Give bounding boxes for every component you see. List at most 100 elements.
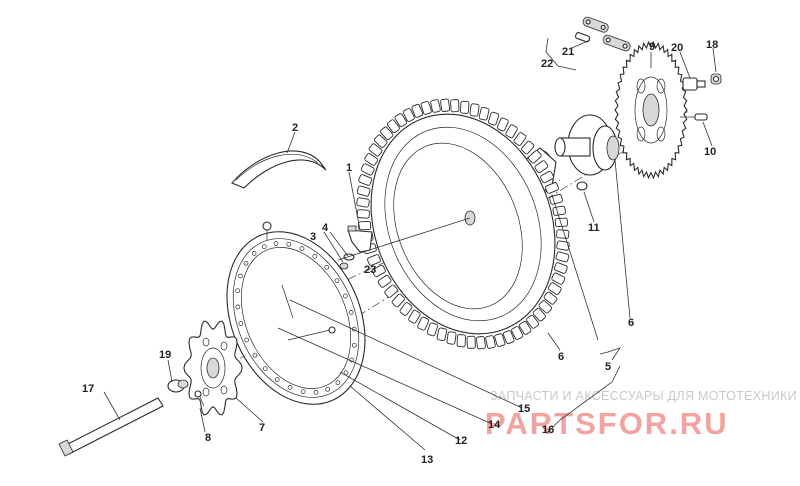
rim-spoke-hole [273, 241, 279, 246]
tyre-knob [456, 334, 466, 348]
tyre-knob [478, 106, 490, 121]
tyre-knob [440, 98, 451, 112]
tyre-knob [384, 284, 398, 298]
rim-spoke-hole [348, 310, 354, 315]
tyre-knob [532, 307, 546, 322]
tyre-knob [487, 111, 500, 126]
chain-link-part [574, 16, 631, 52]
rim-spoke-hole [287, 385, 293, 390]
rim-spoke-hole [334, 278, 340, 284]
tyre-knob [368, 143, 383, 157]
rim-spoke-hole [313, 390, 319, 395]
rim-spoke-hole [335, 380, 341, 385]
rim-spoke-hole [238, 321, 244, 326]
callout-6-tyre: 6 [558, 351, 564, 363]
callout-leader-lines [103, 47, 717, 451]
tyre-knob [496, 117, 509, 132]
rim-spoke-hole [262, 366, 268, 372]
rim-spoke-hole [238, 273, 243, 279]
rim-spoke-hole [325, 386, 331, 392]
rim-strip-part [231, 150, 327, 189]
rim-spoke-hole [251, 251, 257, 256]
rim-spoke-hole [351, 342, 357, 348]
tyre-knob [540, 170, 555, 184]
watermark-logo: PARTSFOR.RU [485, 406, 729, 441]
rear-tyre-part [356, 98, 570, 350]
callout-12: 12 [455, 435, 467, 447]
tyre-knob [545, 182, 559, 194]
tyre-knob [556, 229, 570, 239]
tyre-knob [551, 272, 566, 285]
rim-spoke-hole [235, 288, 241, 294]
rim-spoke-hole [286, 241, 292, 247]
tyre-knob [538, 300, 553, 314]
tyre-knob [528, 150, 542, 164]
callout-14: 14 [488, 419, 501, 431]
rim-spoke-hole [299, 246, 305, 251]
callout-20: 20 [671, 42, 683, 54]
callout-8: 8 [205, 432, 211, 444]
rim-spoke-hole [342, 293, 348, 299]
tyre-knob [380, 126, 394, 141]
tyre-knob [513, 132, 527, 146]
rim-spoke-hole [312, 254, 318, 259]
tyre-knob [360, 163, 375, 176]
tyre-knob [485, 335, 496, 349]
tyre-knob [394, 113, 408, 128]
callout-15: 15 [518, 403, 530, 415]
tyre-knob [436, 327, 448, 342]
tyre-knob [553, 262, 568, 274]
watermark-tagline: ЗАПЧАСТИ И АКСЕССУАРЫ ДЛЯ МОТОТЕХНИКИ [490, 389, 797, 403]
rear-rim-part [226, 231, 366, 405]
rim-spoke-hole [300, 389, 306, 395]
callout-3: 3 [310, 231, 316, 243]
tyre-knob [466, 335, 476, 349]
tyre-knob [511, 326, 524, 340]
callout-numbers: 2 1 3 4 23 6 6 5 9 20 18 10 11 21 22 17 … [82, 39, 718, 466]
tyre-knob [391, 293, 405, 308]
tyre-knob [367, 254, 381, 266]
tyre-knob [430, 99, 441, 113]
tyre-knob [469, 103, 480, 117]
callout-10: 10 [704, 146, 716, 158]
tyre-knob [402, 108, 415, 122]
tyre-knob [377, 274, 392, 288]
tyre-knob [555, 251, 570, 263]
callout-13: 13 [421, 454, 433, 466]
rim-spoke-hole [243, 260, 249, 266]
callout-4: 4 [322, 222, 329, 234]
tyre-knob [356, 209, 370, 219]
tyre-knob [460, 100, 470, 114]
rear-sprocket-part [614, 40, 688, 180]
callout-19: 19 [159, 349, 171, 361]
callout-23: 23 [364, 264, 376, 276]
callout-21: 21 [562, 46, 574, 58]
callout-16: 16 [542, 424, 554, 436]
callout-1: 1 [346, 162, 352, 174]
tyre-knob [518, 320, 532, 335]
rim-spoke-hole [235, 304, 241, 310]
rim-spoke-hole [244, 337, 250, 343]
sprocket-bolt-part [680, 73, 722, 121]
tyre-knob [373, 134, 388, 148]
rim-spoke-hole [252, 352, 258, 358]
tyre-knob [408, 309, 421, 324]
tyre-knob [358, 220, 372, 231]
tyre-knob [543, 291, 558, 305]
rear-axle-part [58, 379, 205, 457]
tyre-knob [446, 331, 457, 345]
tyre-knob [356, 185, 371, 197]
tyre-knob [494, 333, 506, 347]
callout-9: 9 [649, 41, 655, 53]
tyre-knob [502, 330, 515, 345]
tyre-knob [386, 119, 400, 134]
tyre-knob [549, 193, 563, 205]
tyre-knob [552, 205, 566, 216]
callout-6-sprocket: 6 [628, 317, 634, 329]
tyre-knob [399, 302, 413, 316]
callout-18: 18 [706, 39, 718, 51]
tyre-knob [426, 322, 439, 337]
rim-spoke-hole [324, 264, 330, 270]
